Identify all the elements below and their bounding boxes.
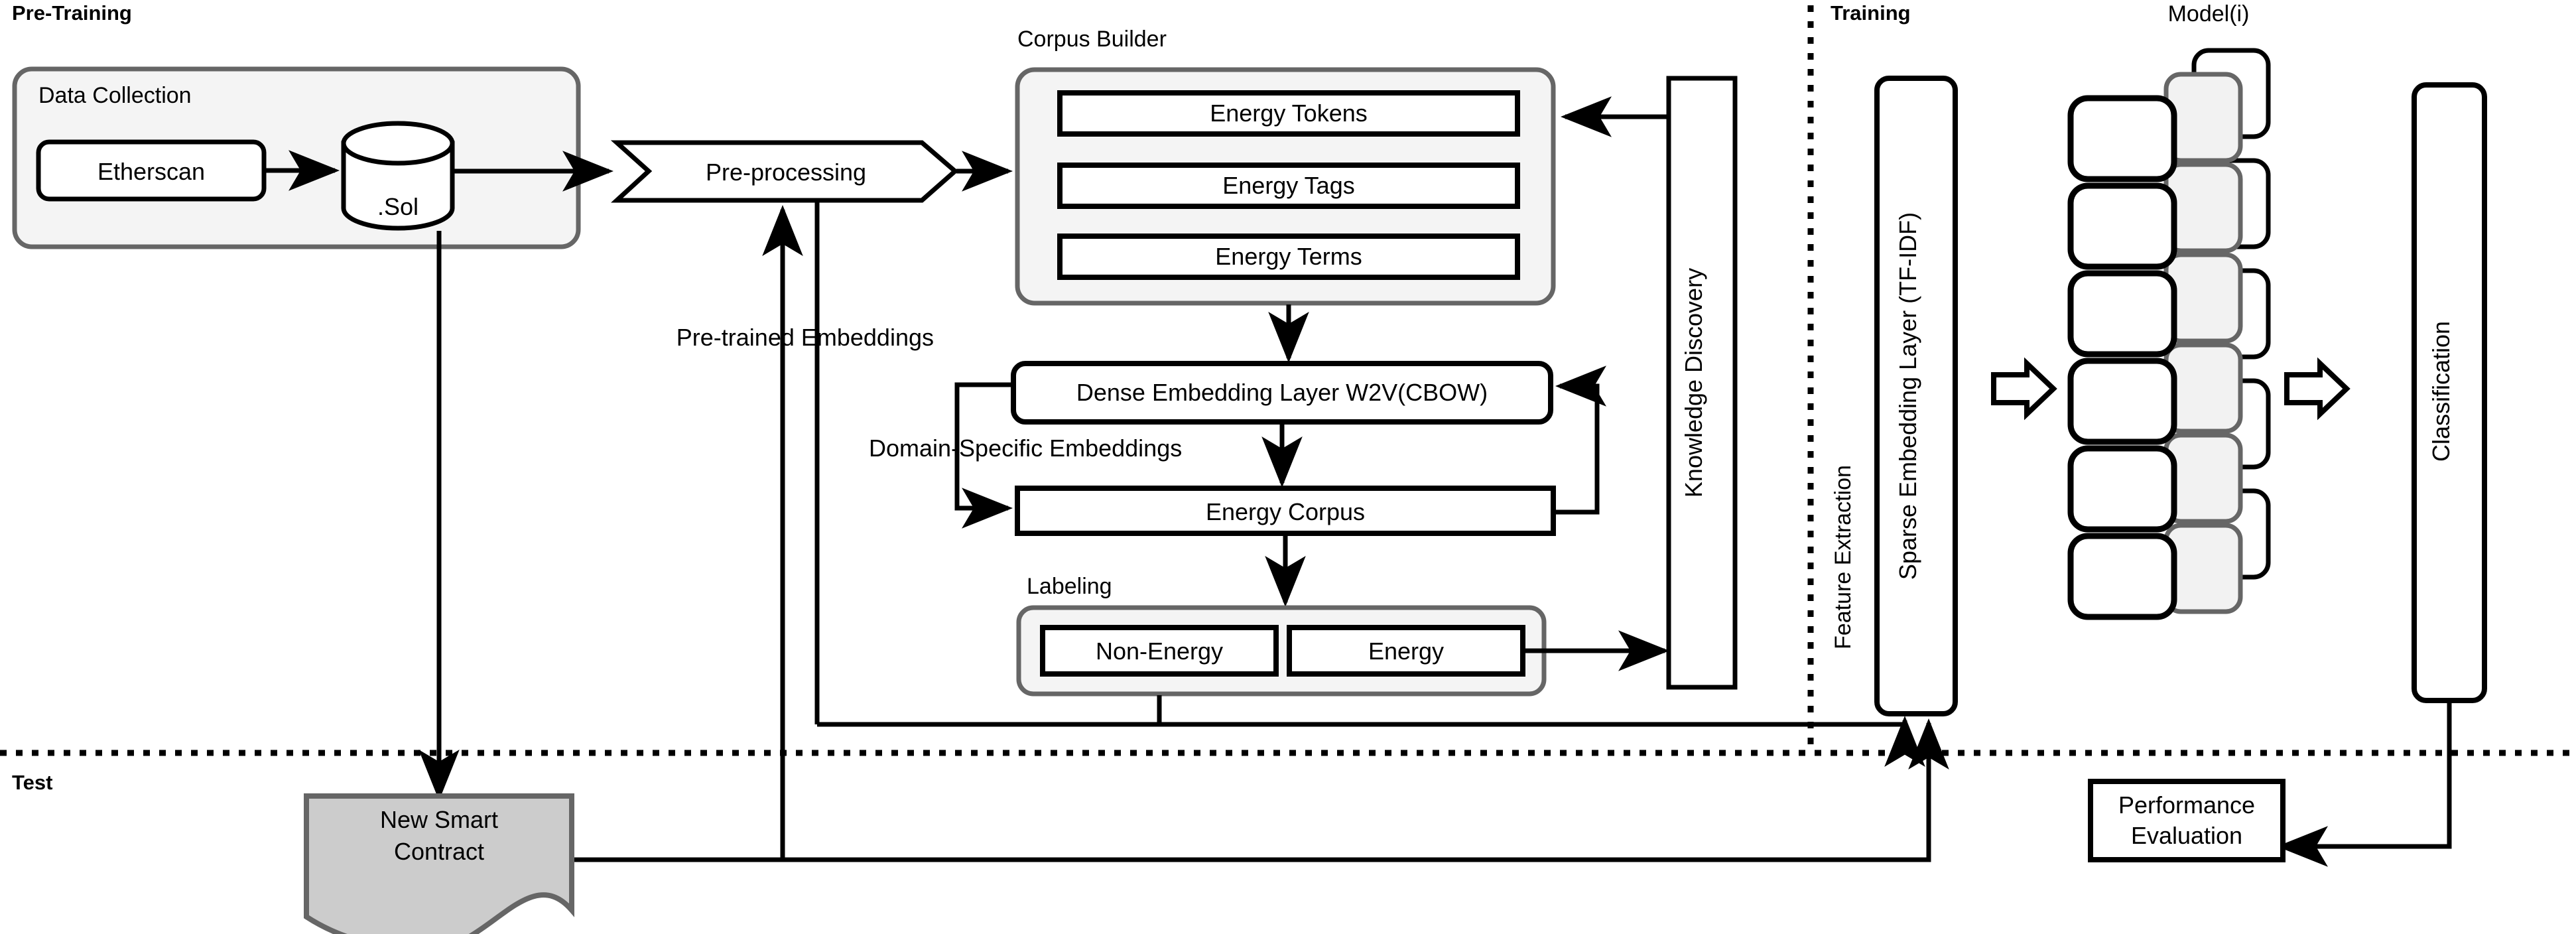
edge-classification-to-performance-eval <box>2277 702 2452 867</box>
node-label-preprocessing: Pre-processing <box>706 159 866 186</box>
node-energy-tags[interactable] <box>1057 163 1520 209</box>
group-label-data-collection: Data Collection <box>38 83 192 108</box>
edge-energy-corpus-feedback-to-dense <box>1555 366 1606 515</box>
block-arrow-model-to-classification <box>2284 357 2351 421</box>
group-label-corpus-builder: Corpus Builder <box>1017 27 1167 52</box>
node-label-dense-embedding-layer: Dense Embedding Layer W2V(CBOW) <box>1076 379 1488 406</box>
node-label-energy-terms: Energy Terms <box>1215 243 1362 270</box>
model-stack-column-middle <box>2163 72 2243 614</box>
node-label-energy: Energy <box>1368 637 1444 665</box>
edge-smart-contract-to-sparse <box>572 718 1949 862</box>
edge-label-pretrained-embeddings: Pre-trained Embeddings <box>676 324 934 351</box>
group-label-model: Model(i) <box>2168 1 2250 27</box>
node-energy[interactable] <box>1287 625 1525 677</box>
node-sol-datastore[interactable] <box>341 121 455 231</box>
phase-label-test: Test <box>12 771 52 794</box>
node-label-sol-datastore: .Sol <box>377 193 419 220</box>
group-label-labeling: Labeling <box>1027 574 1112 599</box>
node-label-new-smart-contract-line2: Contract <box>394 838 484 865</box>
node-label-energy-corpus: Energy Corpus <box>1206 498 1365 525</box>
node-preprocessing[interactable] <box>610 140 959 203</box>
node-label-energy-tags: Energy Tags <box>1222 172 1354 199</box>
node-label-classification: Classification <box>2427 321 2455 462</box>
node-classification[interactable] <box>2412 82 2487 703</box>
node-label-energy-tokens: Energy Tokens <box>1210 100 1367 127</box>
label-feature-extraction: Feature Extraction <box>1831 465 1856 649</box>
node-label-knowledge-discovery: Knowledge Discovery <box>1680 268 1707 498</box>
node-performance-evaluation[interactable] <box>2088 779 2286 862</box>
model-stack-column-front[interactable] <box>2067 95 2177 620</box>
node-label-non-energy: Non-Energy <box>1096 637 1223 665</box>
node-label-sparse-embedding-layer: Sparse Embedding Layer (TF-IDF) <box>1894 212 1921 580</box>
node-new-smart-contract[interactable] <box>304 793 574 934</box>
edge-label-domain-specific-embeddings: Domain-Specific Embeddings <box>869 434 1182 462</box>
phase-label-training: Training <box>1831 1 1911 25</box>
node-energy-tokens[interactable] <box>1057 90 1520 137</box>
node-label-performance-eval-line1: Performance <box>2118 791 2255 819</box>
edge-labeling-to-sparse-path <box>1157 695 1907 727</box>
node-label-new-smart-contract-line1: New Smart <box>380 806 498 833</box>
node-etherscan[interactable] <box>36 139 267 202</box>
node-non-energy[interactable] <box>1040 625 1279 677</box>
node-energy-corpus[interactable] <box>1015 486 1556 536</box>
node-label-etherscan: Etherscan <box>97 158 205 185</box>
node-sparse-embedding-layer[interactable] <box>1874 76 1958 716</box>
phase-label-pretraining: Pre-Training <box>12 1 132 25</box>
edge-dense-feedback-to-energy-corpus <box>954 382 1013 529</box>
node-knowledge-discovery[interactable] <box>1666 76 1738 690</box>
node-label-performance-eval-line2: Evaluation <box>2131 822 2242 849</box>
node-energy-terms[interactable] <box>1057 234 1520 280</box>
node-dense-embedding-layer[interactable] <box>1011 361 1553 425</box>
block-arrow-sparse-to-model <box>1991 357 2057 421</box>
